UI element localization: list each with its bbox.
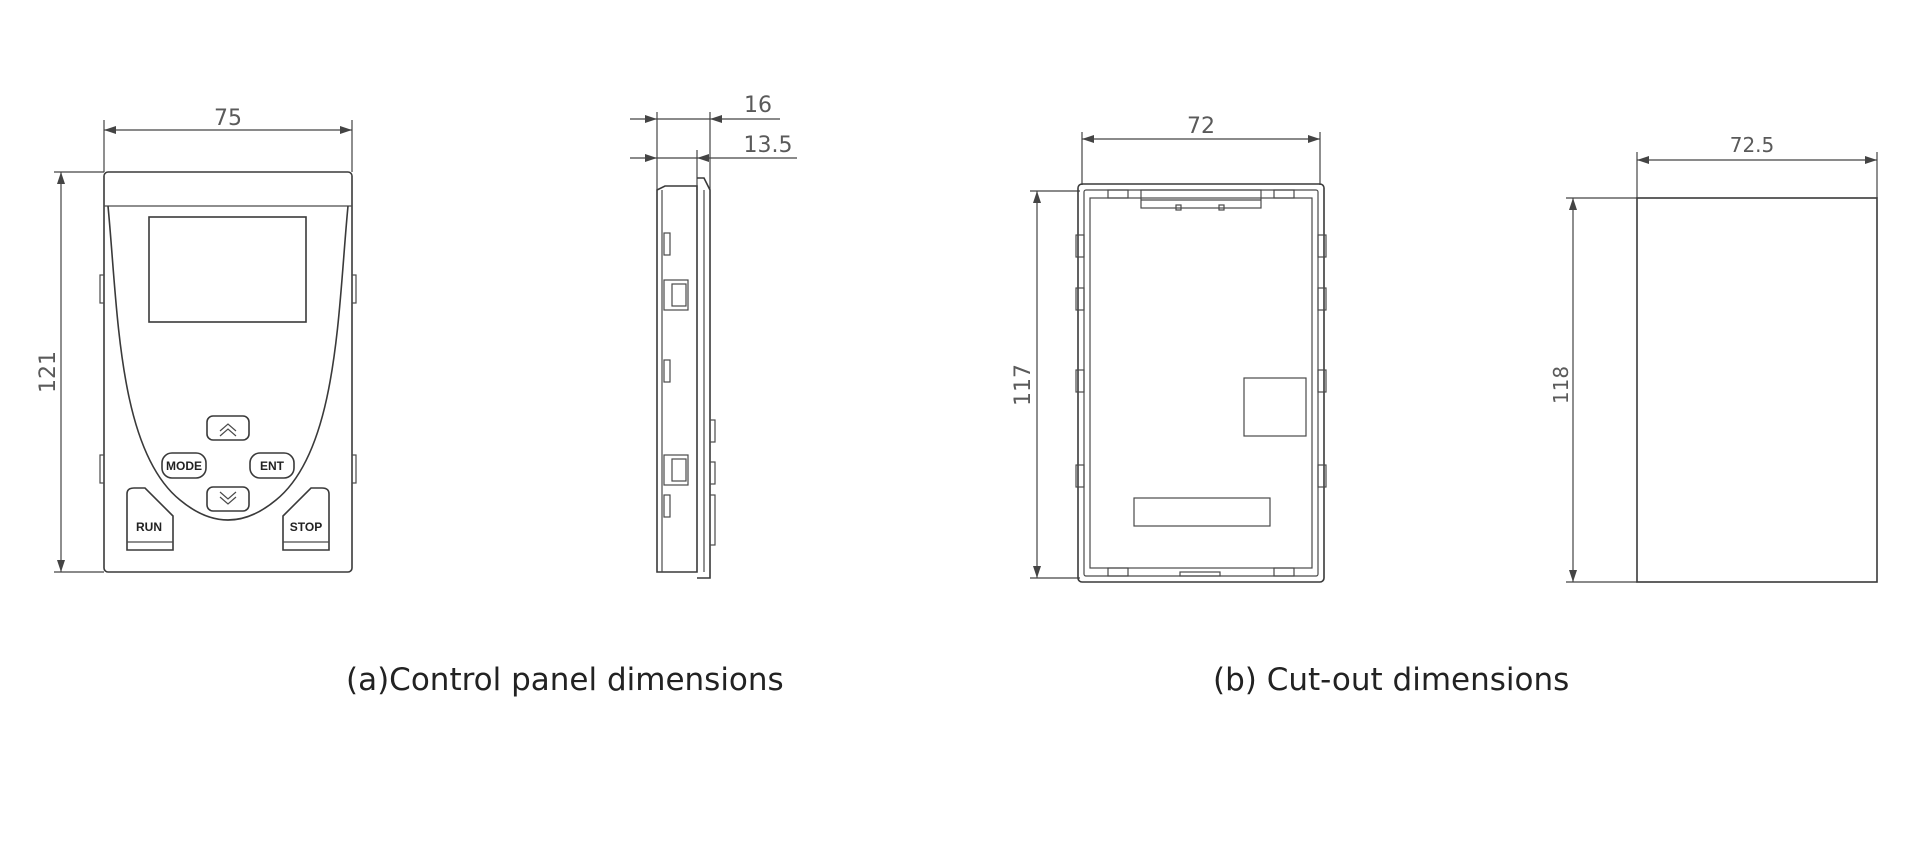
stop-key-label: STOP (290, 520, 322, 534)
panel-side-view: 16 13.5 (630, 93, 797, 579)
depth-dimension: 16 (744, 93, 772, 118)
ent-key-label: ENT (260, 459, 285, 473)
panel-front-view: 75 121 MODE (36, 106, 357, 573)
run-key-label: RUN (136, 520, 162, 534)
chevron-down-icon (219, 491, 237, 505)
run-key (126, 487, 174, 551)
panel-width-dimension: 75 (214, 106, 242, 131)
panel-height-dimension: 121 (36, 351, 61, 393)
rear-height-dimension: 117 (1011, 364, 1036, 406)
rear-width-dimension: 72 (1187, 114, 1215, 139)
caption-cutout: (b) Cut-out dimensions (1213, 662, 1570, 698)
cutout-rectangle (1636, 197, 1878, 583)
mode-key (161, 452, 207, 479)
cutout-view: 72.5 118 (1549, 133, 1878, 583)
lcd-window (148, 216, 307, 323)
inner-depth-dimension: 13.5 (744, 133, 793, 158)
mode-key-label: MODE (166, 459, 202, 473)
chevron-up-icon (219, 423, 237, 437)
cutout-width-dimension: 72.5 (1730, 133, 1775, 157)
caption-control-panel: (a)Control panel dimensions (346, 662, 784, 698)
rear-square-label (1243, 377, 1307, 437)
down-key (206, 486, 250, 512)
stop-key (282, 487, 330, 551)
panel-rear-view: 72 117 (1011, 114, 1327, 583)
rear-nameplate (1133, 497, 1271, 527)
cutout-height-dimension: 118 (1549, 366, 1573, 404)
up-key (206, 415, 250, 441)
ent-key (249, 452, 295, 479)
